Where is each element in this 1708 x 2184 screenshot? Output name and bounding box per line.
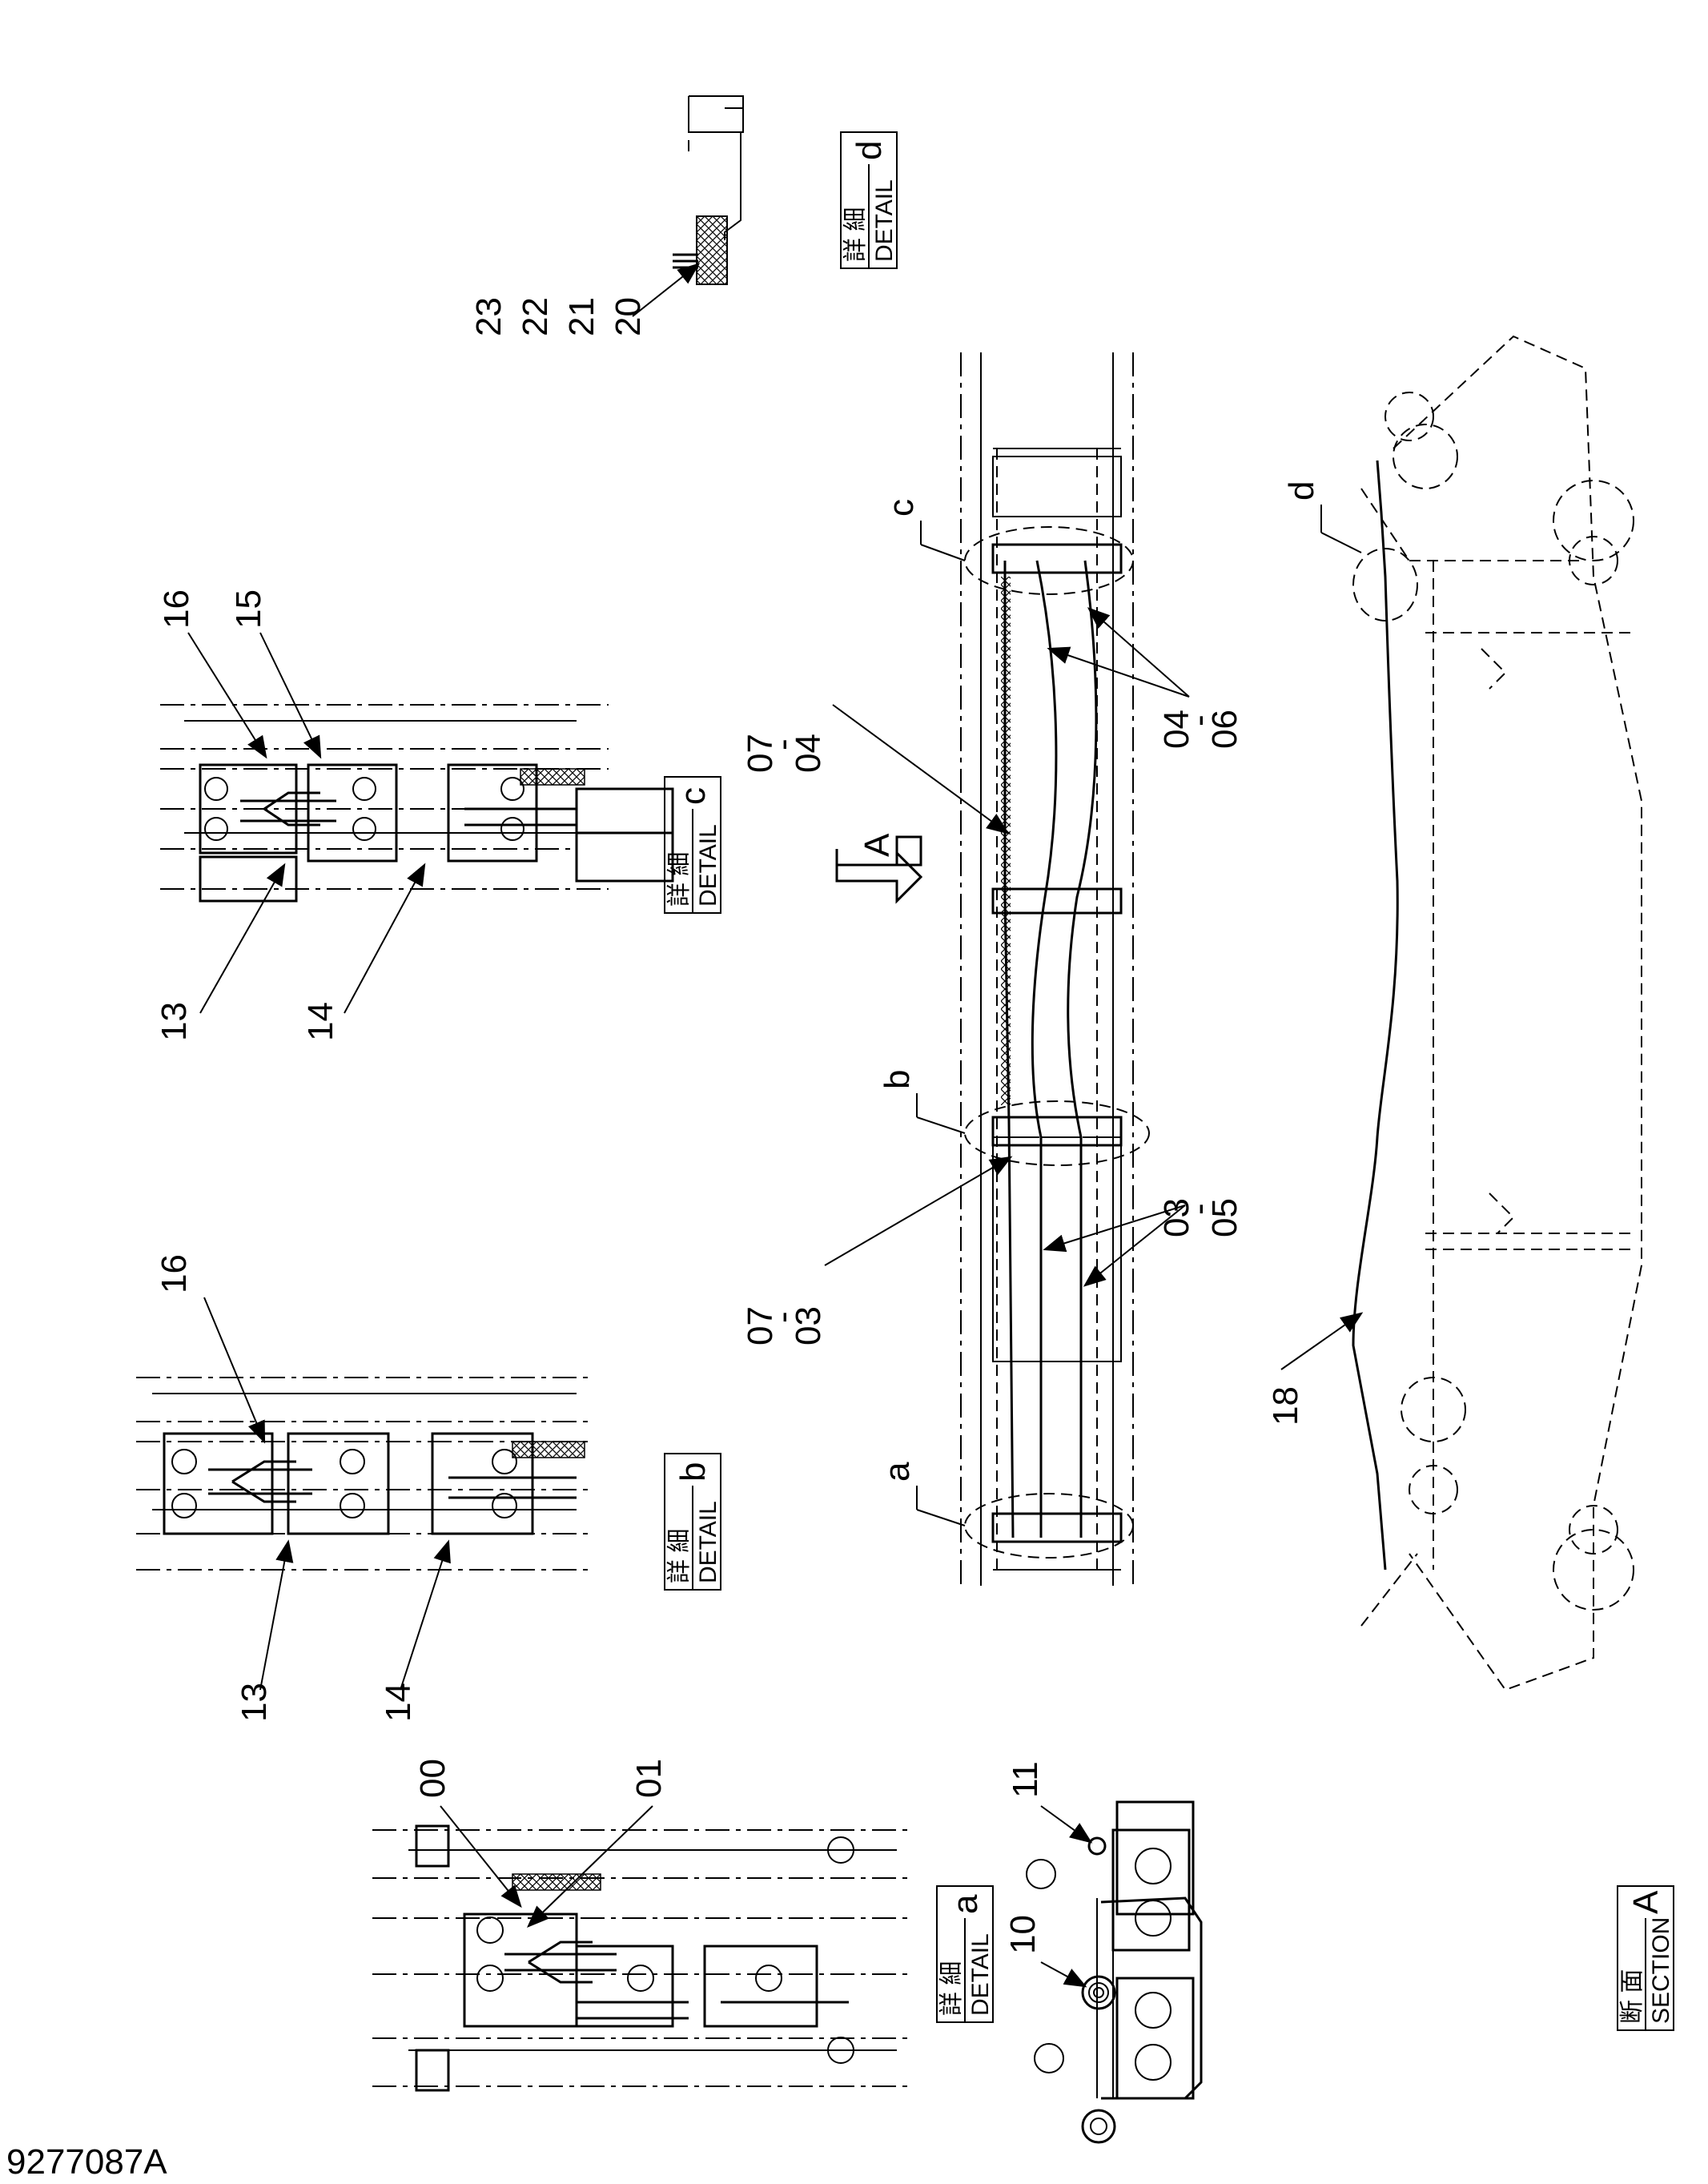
- clamp-a: [991, 1512, 1123, 1543]
- section-a-clamp-2: [1115, 1977, 1195, 2100]
- svg-text:-: -: [1180, 714, 1219, 726]
- svg-text:-: -: [763, 738, 802, 750]
- clamp-b: [991, 1116, 1123, 1147]
- callout-ellipse-c: [964, 526, 1134, 595]
- detail-c-clamp-2: [199, 855, 298, 903]
- part-label-11: 11: [1006, 1761, 1045, 1798]
- svg-text:04: 04: [1157, 710, 1196, 749]
- svg-text:-: -: [763, 1311, 802, 1323]
- detail-a-word: DETAIL: [967, 1933, 994, 2016]
- detail-d-kanji: 詳 細: [842, 207, 869, 262]
- detail-c-title-box: 詳 細 DETAIL c: [664, 776, 721, 914]
- callout-letter-a: a: [878, 1462, 917, 1482]
- detail-b-clamp-3: [431, 1432, 534, 1535]
- part-label-21: 21: [562, 297, 601, 336]
- label-07-04: 07 - 04: [741, 734, 828, 773]
- hose-left-hatch: [1001, 577, 1011, 1105]
- part-label-13-b: 13: [235, 1683, 274, 1722]
- detail-b-letter: b: [673, 1462, 713, 1482]
- svg-text:03: 03: [1157, 1198, 1196, 1237]
- section-a-view: 11 10 断 面 SECTION A: [1003, 1761, 1674, 2144]
- detail-a-kanji: 詳 細: [938, 1961, 965, 2016]
- section-a-title-box: 断 面 SECTION A: [1617, 1885, 1674, 2031]
- detail-d-letter: d: [850, 141, 889, 160]
- svg-text:07: 07: [741, 1306, 780, 1345]
- hose-middle: [1031, 560, 1058, 1538]
- callout-ellipse-d: [1352, 548, 1418, 621]
- section-a-clamp-1: [1111, 1828, 1191, 1952]
- part-label-00: 00: [413, 1759, 452, 1798]
- clamp-mid: [991, 887, 1123, 915]
- detail-b-view: 16 13 14 詳 細 DETAIL b: [136, 1254, 721, 1722]
- detail-b-kanji: 詳 細: [666, 1529, 693, 1583]
- detail-d-title-box: 詳 細 DETAIL d: [840, 131, 898, 269]
- detail-c-clamp-3: [307, 763, 398, 863]
- callout-ellipse-b: [964, 1100, 1150, 1166]
- detail-c-clamp-4: [447, 763, 538, 863]
- part-label-23: 23: [469, 297, 508, 336]
- callout-ellipse-a: [964, 1493, 1134, 1559]
- section-a-letter: A: [1626, 1890, 1666, 1914]
- part-label-13: 13: [155, 1002, 194, 1041]
- svg-text:06: 06: [1205, 710, 1244, 749]
- clamp-c: [991, 543, 1123, 574]
- view-a-arrow: [835, 835, 923, 904]
- part-label-22: 22: [516, 297, 555, 336]
- detail-a-block-2: [575, 1945, 674, 2028]
- part-label-16-b: 16: [155, 1254, 194, 1293]
- side-hose: [1352, 460, 1399, 1571]
- section-a-hose-11: [1087, 1836, 1107, 1856]
- section-a-kanji: 断 面: [1619, 1969, 1646, 2024]
- detail-c-kanji: 詳 細: [666, 852, 693, 907]
- svg-text:04: 04: [789, 734, 828, 773]
- callout-letter-b: b: [878, 1070, 917, 1089]
- detail-b-word: DETAIL: [695, 1501, 721, 1583]
- svg-text:-: -: [1180, 1203, 1219, 1215]
- main-plan-view: c b a A 07 - 04 04 - 06 07 - 03 03 -: [741, 352, 1244, 1586]
- svg-text:07: 07: [741, 734, 780, 773]
- detail-a-letter: a: [946, 1894, 985, 1914]
- detail-d-part-labels: 23 22 21 20: [469, 297, 648, 336]
- callout-letter-d: d: [1282, 481, 1321, 501]
- svg-text:05: 05: [1205, 1198, 1244, 1237]
- boom-side-view: d 18: [1266, 335, 1642, 1691]
- section-a-hose-10: [1081, 1975, 1116, 2010]
- detail-d-hatched-block: [696, 215, 728, 285]
- part-label-15: 15: [229, 589, 268, 629]
- callout-letter-c: c: [882, 499, 921, 517]
- label-04-06: 04 - 06: [1157, 710, 1244, 749]
- detail-b-title-box: 詳 細 DETAIL b: [664, 1453, 721, 1591]
- part-label-14: 14: [301, 1002, 340, 1041]
- part-label-10: 10: [1003, 1915, 1043, 1954]
- detail-d-word: DETAIL: [871, 179, 898, 262]
- detail-a-view: 00 01 詳 細 DETAIL a: [372, 1759, 994, 2092]
- detail-a-title-box: 詳 細 DETAIL a: [936, 1885, 994, 2023]
- drawing-number: 9277087A: [6, 2142, 167, 2182]
- detail-c-clamp-1: [199, 763, 298, 855]
- svg-text:03: 03: [789, 1306, 828, 1345]
- detail-c-hatched-hose: [520, 768, 585, 786]
- part-label-16: 16: [157, 589, 196, 629]
- detail-b-clamp-1: [163, 1432, 274, 1535]
- section-a-clamp-3: [1115, 1800, 1195, 1916]
- detail-c-letter: c: [673, 787, 713, 805]
- hose-right: [1067, 560, 1098, 1538]
- detail-a-block-3: [703, 1945, 818, 2028]
- view-arrow-letter: A: [858, 833, 897, 857]
- detail-b-hatched-hose: [512, 1441, 585, 1458]
- detail-c-word: DETAIL: [695, 824, 721, 907]
- detail-d-view: 23 22 21 20 詳 細 DETAIL d: [469, 95, 898, 336]
- part-label-18: 18: [1266, 1386, 1305, 1426]
- section-a-word: SECTION: [1648, 1917, 1674, 2024]
- detail-a-hatched-hose: [512, 1873, 601, 1891]
- part-label-14-b: 14: [379, 1683, 418, 1722]
- detail-c-view: 16 15 13 14 詳 細 DETAIL c: [155, 589, 721, 1041]
- label-07-03: 07 - 03: [741, 1306, 828, 1345]
- detail-b-clamp-2: [287, 1432, 390, 1535]
- label-03-05: 03 - 05: [1157, 1198, 1244, 1237]
- part-label-20: 20: [609, 297, 648, 336]
- part-label-01: 01: [629, 1759, 669, 1798]
